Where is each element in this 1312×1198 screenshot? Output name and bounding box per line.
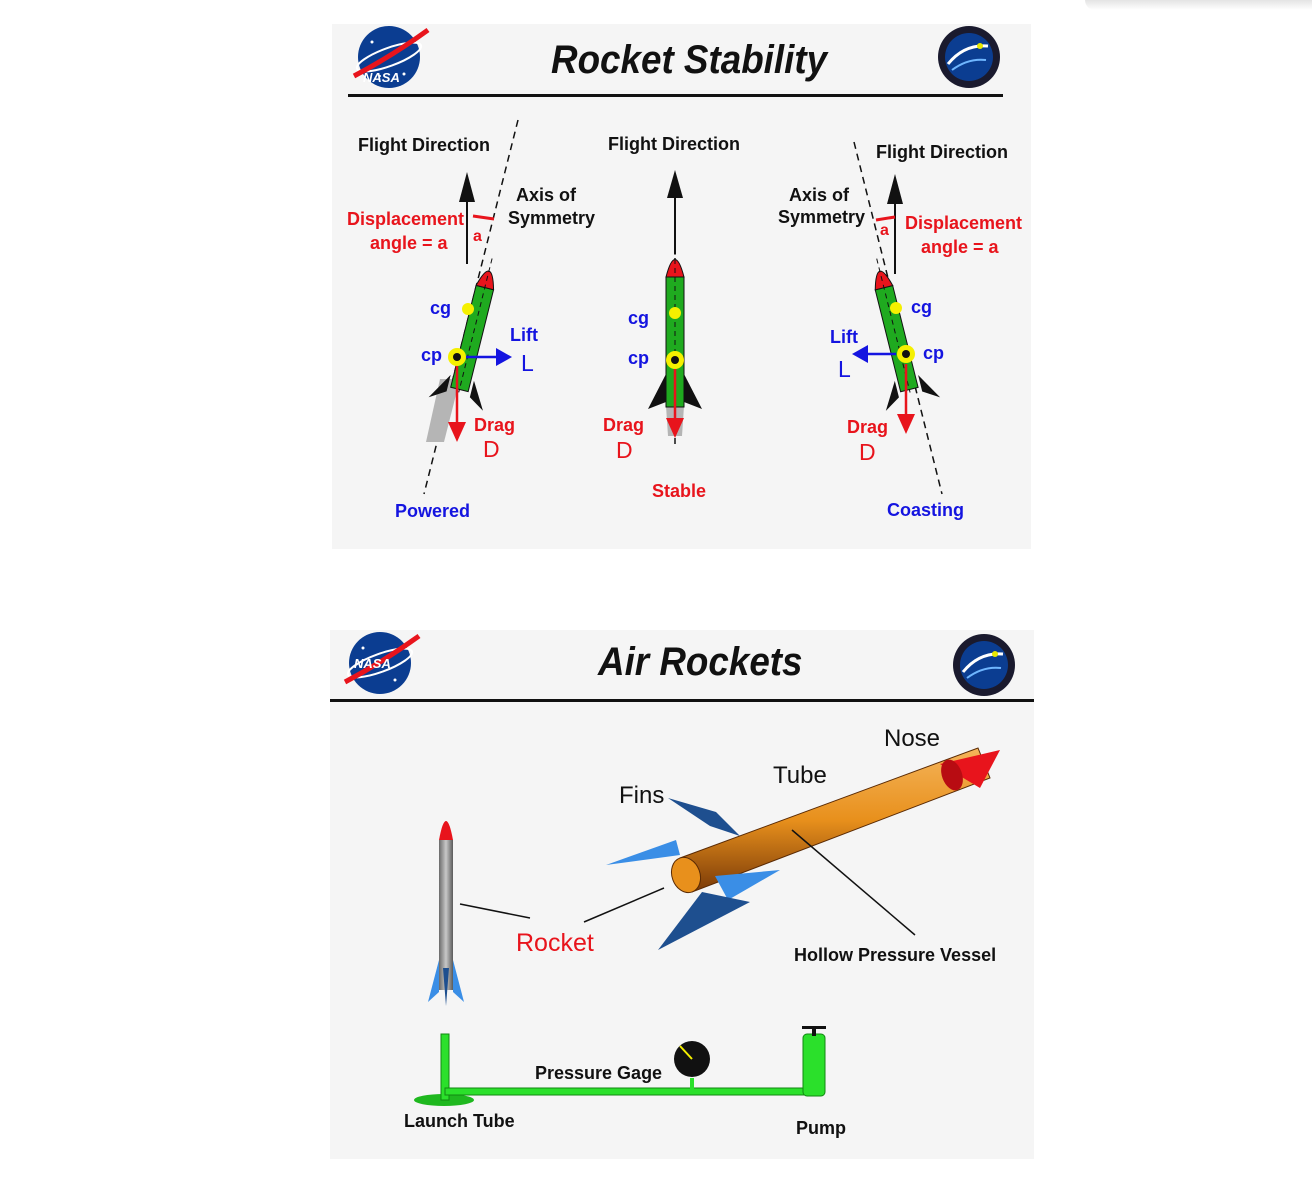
exhaust-plume (426, 379, 460, 442)
right-displacement-marker (875, 215, 896, 222)
left-axis-label-line2: Symmetry (508, 208, 596, 228)
right-lift-symbol: L (838, 356, 851, 382)
middle-cg-label: cg (628, 308, 650, 328)
middle-flight-direction-label: Flight Direction (608, 134, 740, 154)
fins-label: Fins (619, 782, 665, 809)
left-flight-direction-label: Flight Direction (358, 135, 490, 155)
left-cg-label: cg (430, 298, 452, 318)
rocket-label: Rocket (516, 929, 594, 957)
left-angle-label: angle = a (370, 233, 448, 253)
right-flight-arrowhead (887, 174, 903, 204)
middle-drag-symbol: D (616, 437, 633, 463)
rocket-pointer-left (459, 903, 531, 919)
right-lift-label: Lift (830, 327, 858, 347)
pressure-gage-label: Pressure Gage (535, 1063, 663, 1083)
right-drag-symbol: D (859, 439, 876, 465)
exploration-logo-icon (953, 634, 1015, 696)
coasting-rocket (874, 258, 941, 411)
tube-label: Tube (773, 762, 827, 789)
right-axis-label-line1: Axis of (789, 185, 850, 205)
left-a-label: a (473, 228, 482, 245)
left-lift-symbol: L (521, 350, 534, 376)
right-cg-label: cg (911, 297, 933, 317)
right-cp-label: cp (923, 343, 945, 363)
right-flight-direction-label: Flight Direction (876, 142, 1008, 162)
left-drag-label: Drag (474, 415, 516, 435)
right-cg-dot (890, 302, 902, 314)
small-rocket (428, 821, 464, 1006)
nasa-logo-text: NASA (363, 70, 400, 85)
pump-icon (802, 1033, 826, 1097)
rocket-stability-diagram (348, 26, 1003, 495)
middle-drag-label: Drag (603, 415, 645, 435)
page-title: Rocket Stability (551, 38, 828, 82)
middle-cp-label: cp (628, 348, 650, 368)
flight-direction-arrowhead (459, 172, 475, 202)
right-a-label: a (880, 222, 889, 239)
air-rockets-title: Air Rockets (598, 640, 803, 684)
rocket-stability-panel: Rocket Stability NASA Flight Direction A… (332, 24, 1031, 549)
nose-label: Nose (884, 725, 941, 752)
middle-cg-dot (669, 307, 681, 319)
stable-caption: Stable (652, 481, 707, 501)
left-displacement-label: Displacement (347, 209, 465, 229)
left-cp-label: cp (421, 345, 443, 365)
hollow-pressure-vessel-label: Hollow Pressure Vessel (794, 945, 997, 965)
nasa-logo-icon (352, 26, 430, 88)
air-rocket-cutaway (606, 747, 1000, 950)
coasting-caption: Coasting (887, 500, 965, 520)
title-divider (330, 699, 1034, 702)
exploration-logo-icon (938, 26, 1000, 88)
right-drag-label: Drag (847, 417, 889, 437)
rocket-pointer-right (583, 887, 665, 923)
cg-dot (462, 303, 474, 315)
nasa-logo-icon (343, 632, 421, 694)
title-divider (348, 94, 1003, 97)
powered-rocket (428, 258, 495, 411)
left-lift-label: Lift (510, 325, 538, 345)
right-displacement-label: Displacement (905, 213, 1023, 233)
right-axis-label-line2: Symmetry (778, 207, 866, 227)
nasa-logo-text-2: NASA (354, 656, 391, 671)
left-drag-symbol: D (483, 436, 500, 462)
left-axis-label-line1: Axis of (516, 185, 577, 205)
displacement-angle-marker (472, 214, 495, 221)
middle-flight-arrowhead (667, 170, 683, 198)
pump-label: Pump (796, 1118, 847, 1138)
launcher-assembly (414, 1026, 826, 1106)
air-rockets-panel: Air Rockets NASA Nose Tube Fins Rocket H… (330, 630, 1034, 1159)
right-angle-label: angle = a (921, 237, 999, 257)
air-rockets-diagram (330, 632, 1034, 1106)
powered-caption: Powered (395, 501, 471, 521)
launch-tube-label: Launch Tube (404, 1111, 515, 1131)
top-shadow (1085, 0, 1312, 10)
